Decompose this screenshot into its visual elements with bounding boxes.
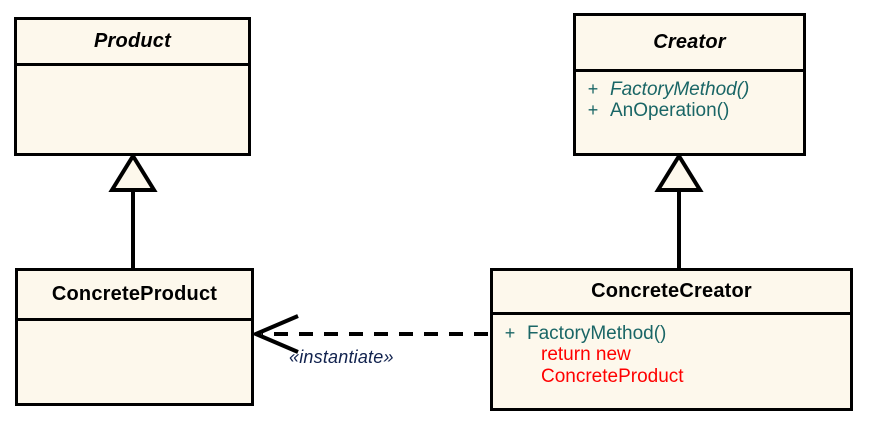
class-attributes-concrete-product <box>18 321 251 403</box>
class-box-concrete-product[interactable]: ConcreteProduct <box>15 268 254 406</box>
generalization-product <box>108 152 158 268</box>
class-attributes-product <box>17 66 248 153</box>
code-line-text: return new <box>541 344 631 366</box>
visibility-marker: + <box>587 100 599 121</box>
class-title-concrete-creator: ConcreteCreator <box>493 271 850 315</box>
class-title-creator: Creator <box>576 16 803 72</box>
generalization-product-arrowhead <box>108 152 158 192</box>
class-box-concrete-creator[interactable]: ConcreteCreator + FactoryMethod() return… <box>490 268 853 411</box>
operation-name: FactoryMethod() <box>527 323 667 344</box>
code-line-text: ConcreteProduct <box>541 365 684 387</box>
code-line: return new <box>493 344 850 365</box>
operation-name: FactoryMethod() <box>610 79 750 100</box>
dependency-label-instantiate: «instantiate» <box>289 347 394 367</box>
visibility-marker: + <box>587 79 599 99</box>
class-box-product[interactable]: Product <box>14 17 251 156</box>
class-operations-concrete-creator: + FactoryMethod() return new ConcretePro… <box>493 315 850 408</box>
code-indent <box>493 366 541 387</box>
operation-name: AnOperation() <box>610 100 730 122</box>
generalization-creator-arrowhead <box>654 152 704 192</box>
visibility-marker: + <box>504 323 516 343</box>
class-operations-creator: + FactoryMethod() + AnOperation() <box>576 72 803 153</box>
class-box-creator[interactable]: Creator + FactoryMethod() + AnOperation(… <box>573 13 806 156</box>
operation-row[interactable]: + FactoryMethod() <box>576 79 803 100</box>
class-title-product: Product <box>17 20 248 66</box>
operation-row[interactable]: + FactoryMethod() <box>493 323 850 344</box>
code-line: ConcreteProduct <box>493 366 850 387</box>
generalization-creator <box>654 152 704 268</box>
operation-row[interactable]: + AnOperation() <box>576 100 803 121</box>
class-title-concrete-product: ConcreteProduct <box>18 271 251 321</box>
code-indent <box>493 344 541 365</box>
